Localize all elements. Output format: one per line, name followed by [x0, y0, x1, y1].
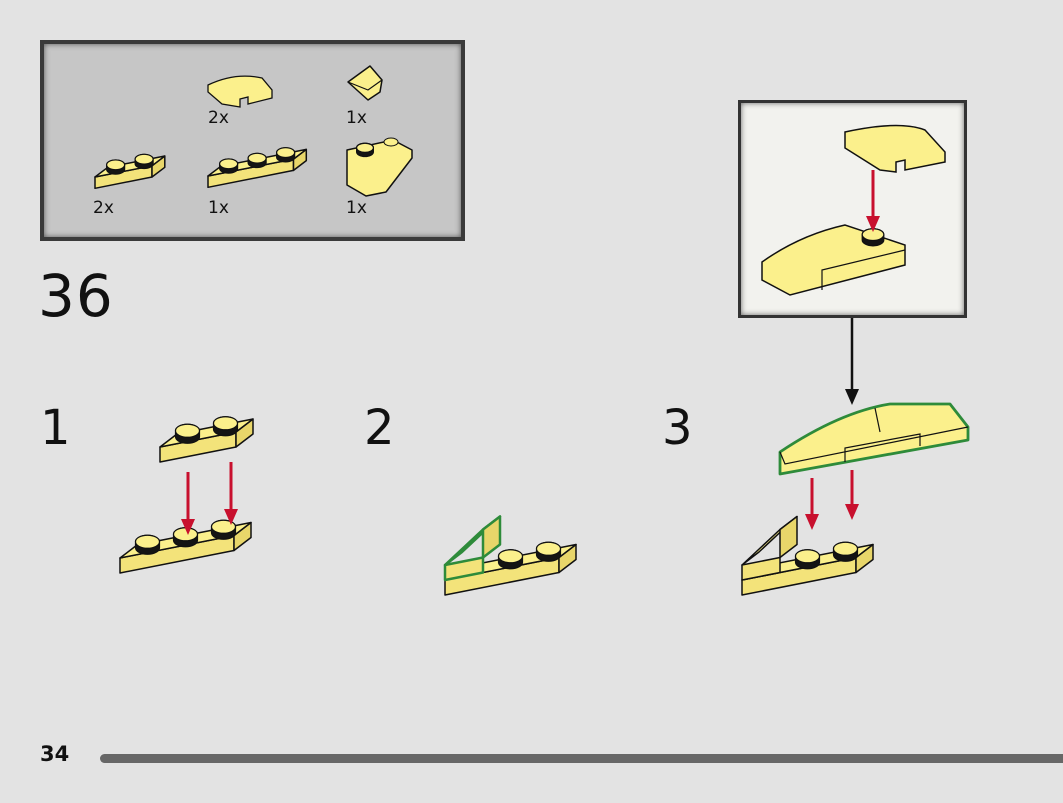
- callout-pointer-arrow-head: [845, 389, 859, 405]
- part-curved-slope: [207, 75, 273, 108]
- stud-top: [276, 147, 296, 159]
- sub-step-number: 2: [364, 400, 395, 456]
- stud-top: [106, 159, 126, 171]
- stud-top: [174, 423, 201, 438]
- sub-step-number: 1: [40, 400, 71, 456]
- placement-arrow-head: [181, 519, 195, 535]
- slope-side: [779, 515, 798, 559]
- part-slope: [347, 65, 383, 101]
- stud-top: [134, 534, 161, 549]
- part-quantity: 2x: [208, 108, 229, 128]
- step-number: 36: [38, 262, 114, 330]
- stud-top: [219, 158, 239, 170]
- stud-top: [134, 153, 154, 165]
- part-quantity: 1x: [346, 198, 367, 218]
- curved-slope-assembly-edge: [779, 426, 969, 465]
- stud-outline: [383, 137, 399, 147]
- stud-top: [210, 519, 237, 534]
- curved-slope-assembly-seam: [874, 407, 881, 433]
- progress-bar: [100, 754, 1063, 763]
- sub-step-number: 3: [662, 400, 693, 456]
- part-slope-edge: [347, 79, 383, 91]
- stud-top: [172, 527, 199, 542]
- slope-new-side: [481, 515, 502, 559]
- curved-slope-assembly-body: [778, 402, 970, 476]
- stud-top: [794, 549, 821, 564]
- curved-slope-assembly-notch: [844, 433, 921, 462]
- callout-notch: [821, 249, 906, 290]
- stud-top: [212, 416, 239, 431]
- part-quantity: 2x: [93, 198, 114, 218]
- page-number: 34: [40, 742, 70, 766]
- slope-new-front: [443, 556, 485, 582]
- placement-arrow-head: [805, 514, 819, 530]
- part-quantity: 1x: [208, 198, 229, 218]
- callout-curved-slope: [844, 124, 946, 173]
- slope-front: [741, 556, 781, 581]
- stud-top: [356, 142, 375, 153]
- stud-top: [535, 541, 562, 556]
- part-quantity: 1x: [346, 108, 367, 128]
- stud-top: [247, 152, 267, 164]
- placement-arrow-head: [224, 509, 238, 525]
- placement-arrow-head: [845, 504, 859, 520]
- placement-arrow-head: [866, 216, 880, 232]
- stud-top: [497, 549, 524, 564]
- stud-top: [832, 541, 859, 556]
